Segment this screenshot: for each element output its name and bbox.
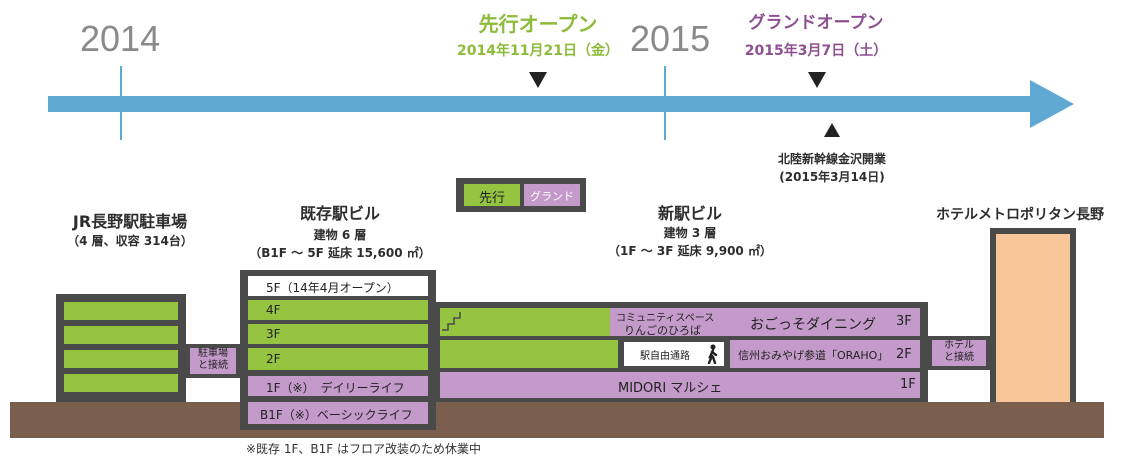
pre-open-date: 2014年11月21日（金） [457, 43, 619, 59]
new-floor-3f-community-label: コミュニティスペース [616, 313, 715, 324]
legend-grand-swatch: グランド [524, 184, 580, 206]
timeline-arrow [48, 66, 1074, 140]
new-floor-2f-name: 信州おみやげ参道「ORAHO」 [738, 349, 889, 362]
new-floor-1f-label: 1F [900, 377, 916, 392]
grand-open-date: 2015年3月7日（土） [744, 43, 888, 59]
ground [10, 402, 1104, 438]
year-2014: 2014 [80, 18, 161, 59]
new-floor-3f-apple-plaza: りんごのひろば [624, 324, 701, 337]
parking-connector-label: 駐車場 と接続 [198, 348, 228, 371]
new-sub1: 建物 3 層 [663, 226, 717, 240]
new-floor-2f-label: 2F [896, 347, 912, 362]
hotel-building-fill [996, 234, 1070, 402]
parking-level [64, 302, 178, 320]
year-2015: 2015 [630, 18, 711, 59]
new-floor-3f-community [440, 308, 610, 336]
parking-level [64, 326, 178, 344]
new-building: コミュニティスペース りんごのひろば おごっそダイニング 3F 駅自由通路 信州… [436, 302, 928, 402]
existing-floor-5f-label: 5F（14年4月オープン） [266, 281, 399, 295]
parking-building [56, 294, 186, 402]
existing-floor-3f: 3F [248, 324, 428, 344]
pre-open-marker-icon [529, 72, 547, 88]
parking-subtitle: （4 層、収容 314台） [67, 234, 193, 248]
hotel-title: ホテルメトロポリタン長野 [936, 207, 1104, 223]
new-floor-2f-oraho: 信州おみやげ参道「ORAHO」 2F [730, 340, 920, 368]
existing-floor-b1f-label: B1F（※）ベーシックライフ [260, 408, 413, 422]
new-floor-3f-name: おごっそダイニング [750, 317, 876, 333]
existing-floor-4f: 4F [248, 300, 428, 320]
walking-person-icon [707, 344, 718, 364]
existing-sub2: （B1F ～ 5F 延床 15,600 ㎡） [249, 246, 431, 260]
grand-open-marker-icon [808, 72, 826, 88]
legend: 先行 グランド [456, 178, 586, 212]
hotel-connector-fill: ホテル と接続 [932, 340, 986, 366]
existing-floor-1f-label: 1F（※） デイリーライフ [266, 381, 405, 395]
new-floor-2f-green [440, 340, 618, 368]
legend-grand-label: グランド [530, 190, 574, 203]
parking-level [64, 374, 178, 392]
existing-building: 5F（14年4月オープン） 4F 3F 2F 1F（※） デイリーライフ B1F… [240, 270, 436, 430]
pre-open-title: 先行オープン [478, 12, 598, 36]
shinkansen-date: (2015年3月14日) [779, 170, 885, 184]
parking-connector: 駐車場 と接続 [186, 344, 240, 378]
new-sub2: （1F ～ 3F 延床 9,900 ㎡） [608, 244, 772, 258]
hotel-connector-label: ホテル と接続 [944, 340, 974, 363]
shinkansen-title: 北陸新幹線金沢開業 [777, 152, 886, 166]
new-floor-3f-dining: コミュニティスペース りんごのひろば おごっそダイニング 3F [610, 308, 920, 337]
existing-floor-b1f: B1F（※）ベーシックライフ [248, 402, 428, 424]
parking-title: JR長野駅駐車場 [72, 212, 188, 231]
new-title: 新駅ビル [657, 204, 722, 223]
parking-connector-fill: 駐車場 と接続 [190, 348, 236, 374]
parking-level [64, 350, 178, 368]
existing-floor-3f-label: 3F [266, 327, 281, 341]
existing-floor-1f: 1F（※） デイリーライフ [248, 376, 428, 396]
new-floor-1f-name: MIDORI マルシェ [618, 381, 723, 396]
stairs-icon [442, 312, 461, 331]
footnote: ※既存 1F、B1F はフロア改装のため休業中 [246, 442, 481, 456]
hotel-building [990, 228, 1076, 402]
existing-floor-2f-label: 2F [266, 352, 281, 366]
existing-floor-4f-label: 4F [266, 303, 281, 317]
existing-sub1: 建物 6 層 [313, 228, 367, 242]
passage-box: 駅自由通路 [624, 342, 724, 366]
new-floor-3f-label: 3F [896, 314, 912, 329]
legend-pre-swatch: 先行 [464, 184, 520, 206]
passage-label: 駅自由通路 [640, 351, 690, 362]
grand-open-title: グランドオープン [748, 13, 884, 33]
existing-floor-5f: 5F（14年4月オープン） [248, 276, 428, 296]
shinkansen-marker-icon [824, 123, 840, 137]
existing-title: 既存駅ビル [299, 204, 380, 223]
new-floor-1f: MIDORI マルシェ 1F [440, 372, 920, 398]
hotel-connector: ホテル と接続 [928, 336, 990, 370]
legend-pre-label: 先行 [478, 191, 505, 206]
existing-floor-2f: 2F [248, 348, 428, 370]
